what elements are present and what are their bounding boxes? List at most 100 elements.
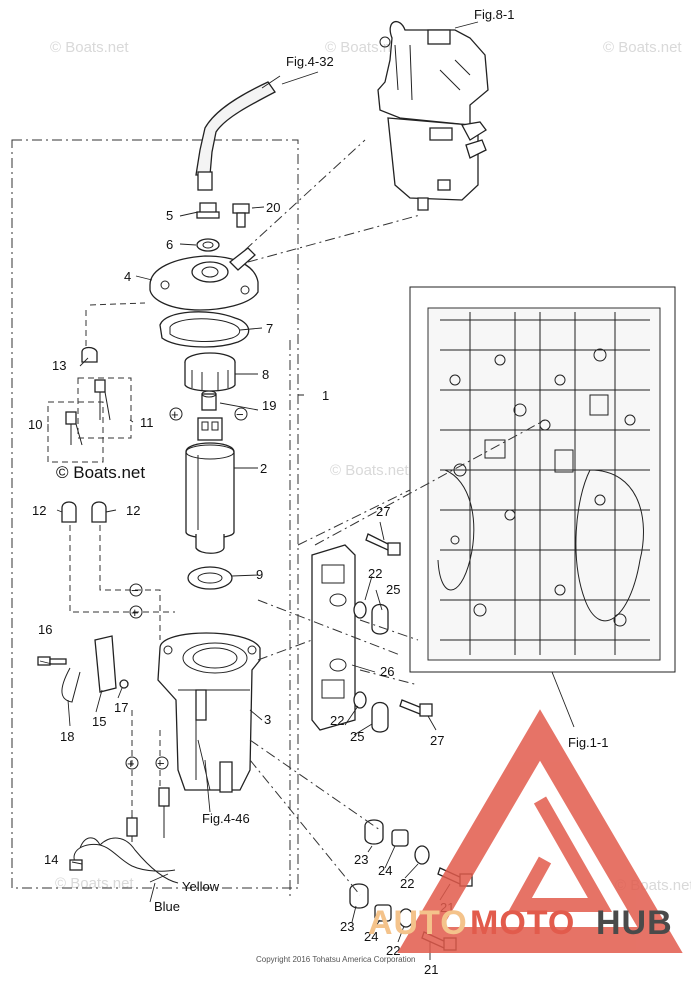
callout-labels: 1 2 3 4 5 6 7 8 9 10 11 12 12 13 14 15 1… xyxy=(28,200,454,977)
bolt-part xyxy=(365,533,401,556)
watermark-text: © Boats.net xyxy=(50,39,129,56)
ring-nut-part xyxy=(184,352,236,392)
callout-label: 3 xyxy=(264,712,271,727)
fuel-pump-part xyxy=(185,417,235,554)
filter-case-part xyxy=(157,632,261,793)
callout-label: 8 xyxy=(262,367,269,382)
callout-label: 22 xyxy=(400,876,414,891)
plus-marker: + xyxy=(171,407,179,422)
check-valve-part xyxy=(201,390,217,411)
wiring-path xyxy=(131,710,161,840)
washer-part xyxy=(398,908,414,928)
callout-label: 27 xyxy=(376,504,390,519)
wiring-path xyxy=(69,525,175,640)
callout-label: 2 xyxy=(260,461,267,476)
grommet-part xyxy=(371,603,389,635)
figure-ref-label: Fig.4-32 xyxy=(286,54,334,69)
washer-part xyxy=(353,601,367,619)
plus-marker: + xyxy=(127,756,135,771)
figure-ref-label: Fig.1-1 xyxy=(568,735,608,750)
bolt-part xyxy=(232,203,250,228)
callout-label: 13 xyxy=(52,358,66,373)
grommet-part xyxy=(364,819,384,845)
brand-text-moto: MOTO xyxy=(470,904,575,942)
figure-ref-label: Fig.4-46 xyxy=(202,811,250,826)
wire-harness-part xyxy=(69,787,179,884)
clamp-part xyxy=(94,635,117,693)
fuel-hose xyxy=(195,81,276,176)
minus-marker: − xyxy=(131,583,139,598)
bolt-part xyxy=(37,656,67,666)
wire-label-blue: Blue xyxy=(154,899,180,914)
callout-label: 14 xyxy=(44,852,58,867)
callout-label: 23 xyxy=(354,852,368,867)
figure-ref-label: Fig.8-1 xyxy=(474,7,514,22)
terminal-group-box xyxy=(47,401,104,463)
callout-label: 22 xyxy=(386,943,400,958)
callout-label: 24 xyxy=(364,929,378,944)
copyright-text: Copyright 2016 Tohatsu America Corporati… xyxy=(256,955,416,964)
rubber-cap-part xyxy=(61,501,77,523)
callout-label: 9 xyxy=(256,567,263,582)
washer-part xyxy=(353,691,367,709)
callout-label: 22 xyxy=(368,566,382,581)
callout-label: 27 xyxy=(430,733,444,748)
brand-logo xyxy=(397,709,683,953)
callout-label: 7 xyxy=(266,321,273,336)
plus-marker: + xyxy=(131,605,139,620)
polarity-markers: + − − + + − xyxy=(125,407,248,771)
callout-label: 25 xyxy=(386,582,400,597)
assembly-line xyxy=(85,302,146,348)
fuel-vapor-separator-top xyxy=(377,20,489,211)
wire-label-yellow: Yellow xyxy=(182,879,220,894)
callout-label: 15 xyxy=(92,714,106,729)
minus-marker: − xyxy=(157,756,165,771)
terminal-part xyxy=(94,379,111,421)
callout-label: 1 xyxy=(322,388,329,403)
callout-label: 17 xyxy=(114,700,128,715)
callout-label: 11 xyxy=(140,415,154,430)
assembly-boundary xyxy=(11,139,299,889)
rubber-cap-part xyxy=(91,501,107,523)
filter-cover-part xyxy=(149,247,259,311)
callout-label: 21 xyxy=(424,962,438,977)
callout-label: 12 xyxy=(126,503,140,518)
callout-label: 18 xyxy=(60,729,74,744)
assembly-line xyxy=(244,139,546,900)
engine-block-inset xyxy=(409,286,676,673)
callout-label: 20 xyxy=(266,200,280,215)
grommet-part xyxy=(187,566,233,590)
washer-part xyxy=(414,845,430,865)
nipple-part xyxy=(196,202,220,219)
terminal-part xyxy=(65,411,83,446)
o-ring-part xyxy=(196,238,220,252)
callout-label: 12 xyxy=(32,503,46,518)
watermark-text: © Boats.net xyxy=(325,39,404,56)
minus-marker: − xyxy=(236,407,244,422)
callout-label: 24 xyxy=(378,863,392,878)
watermark-text: © Boats.net xyxy=(330,462,409,479)
callout-label: 25 xyxy=(350,729,364,744)
grommet-part xyxy=(371,701,389,733)
grommet-part xyxy=(349,883,369,909)
callout-label: 23 xyxy=(340,919,354,934)
terminal-group-box xyxy=(77,377,132,439)
callout-label: 16 xyxy=(38,622,52,637)
hose-connector xyxy=(197,171,213,191)
strap-part xyxy=(61,667,81,703)
callout-label: 22 xyxy=(330,713,344,728)
callout-label: 19 xyxy=(262,398,276,413)
callout-label: 10 xyxy=(28,417,42,432)
watermark-main: © Boats.net xyxy=(56,463,145,482)
brand-text-hub: HUB xyxy=(596,904,673,942)
bracket-part xyxy=(311,544,356,731)
callout-label: 6 xyxy=(166,237,173,252)
terminal-cap-part xyxy=(81,346,98,363)
callout-label: 26 xyxy=(380,664,394,679)
watermark-text: © Boats.net xyxy=(55,875,134,892)
watermark-text: © Boats.net xyxy=(603,39,682,56)
collar-part xyxy=(391,829,409,847)
bolt-part xyxy=(399,699,433,717)
